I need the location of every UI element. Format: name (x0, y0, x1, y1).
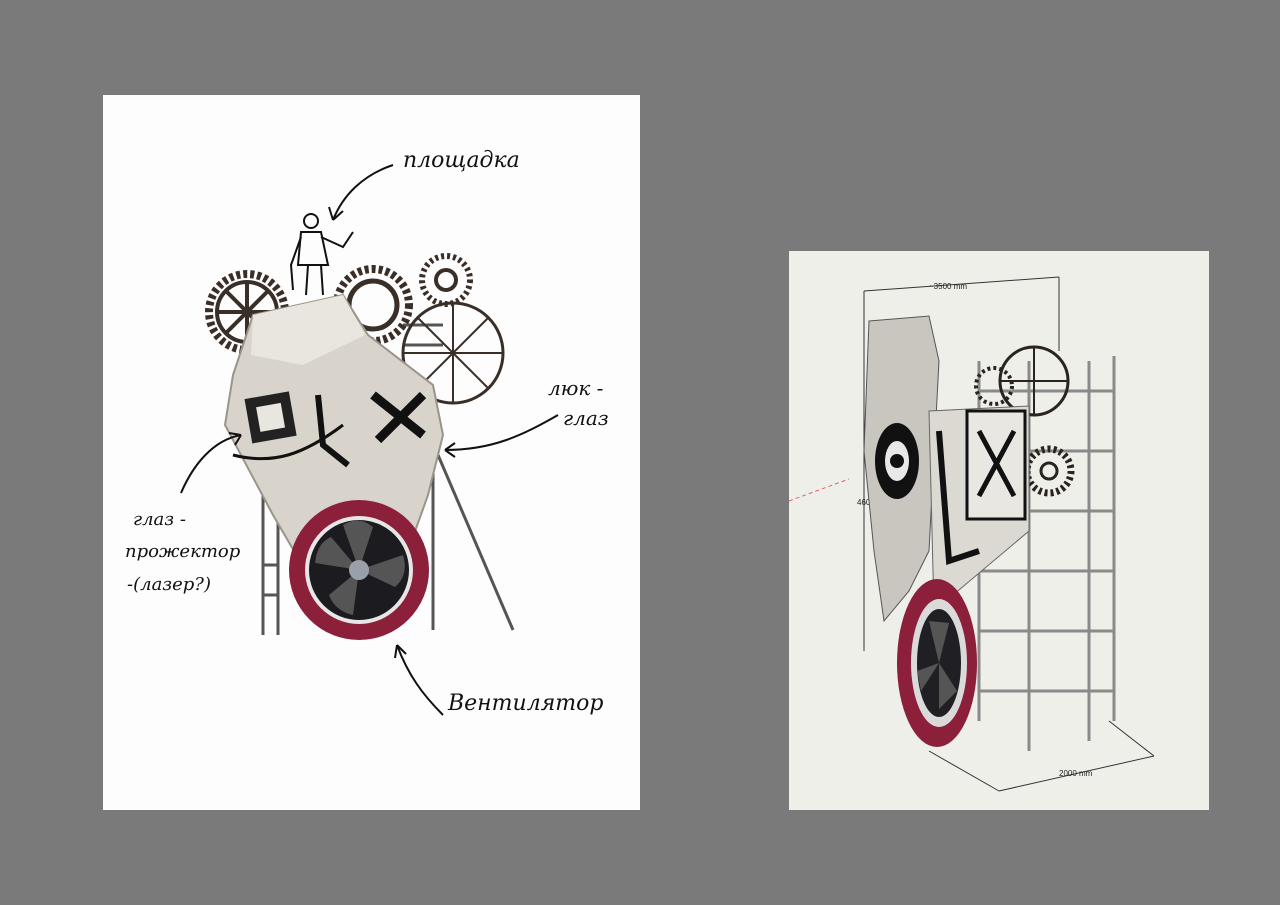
sketch-illustration: площадка люк - глаз глаз - прожектор -(л… (103, 95, 640, 810)
render-sheet: ~3500 mm 2000 mm 460 (789, 251, 1209, 810)
render-illustration: ~3500 mm 2000 mm 460 (789, 251, 1209, 810)
fan-sculpture (289, 500, 429, 640)
render-fan (897, 579, 977, 747)
label-platform: площадка (403, 148, 520, 173)
label-hatch-eye: люк - глаз (548, 376, 610, 430)
label-fan: Вентилятор (447, 691, 603, 716)
dimension-width: ~3500 mm (929, 282, 967, 291)
sketch-sheet: площадка люк - глаз глаз - прожектор -(л… (103, 95, 640, 810)
dimension-depth: 2000 mm (1059, 769, 1093, 778)
label-eye-projector: глаз - прожектор -(лазер?) (125, 509, 246, 595)
